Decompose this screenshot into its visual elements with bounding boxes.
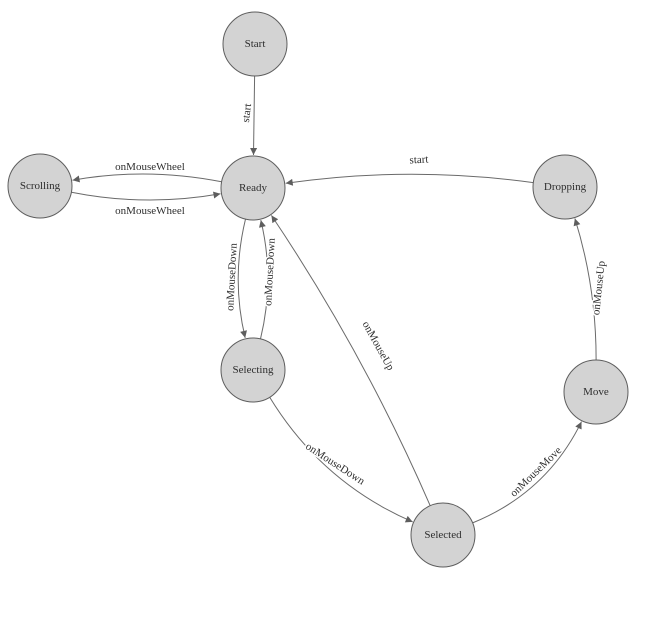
edge-move-dropping[interactable] — [573, 218, 597, 361]
state-node-label-move: Move — [583, 386, 609, 398]
edge-selected-move[interactable] — [472, 421, 582, 524]
state-node-selecting[interactable] — [220, 337, 286, 403]
edge-ready-selecting[interactable] — [237, 218, 247, 339]
edge-label-selected-ready: onMouseUp — [360, 319, 397, 373]
edge-selecting-selected[interactable] — [269, 397, 413, 523]
edge-start-ready[interactable] — [250, 75, 258, 156]
edge-selecting-ready[interactable] — [259, 219, 269, 340]
edge-selected-ready[interactable] — [270, 215, 431, 506]
state-node-label-selecting: Selecting — [233, 364, 274, 376]
state-node-start[interactable] — [222, 11, 288, 77]
state-node-label-ready: Ready — [239, 182, 268, 194]
edge-label-selecting-ready: onMouseDown — [262, 237, 278, 306]
edge-label-start-ready: start — [240, 103, 254, 123]
edge-label-move-dropping: onMouseUp — [590, 260, 608, 316]
edge-labels-layer: start onMouseWheel onMouseWheel start onMous… — [114, 101, 610, 501]
edge-dropping-ready[interactable] — [285, 173, 534, 186]
edge-label-ready-scrolling: onMouseWheel — [115, 161, 185, 173]
edge-label-ready-selecting: onMouseDown — [224, 242, 240, 311]
state-node-label-scrolling: Scrolling — [20, 180, 61, 192]
edge-label-dropping-ready: start — [409, 154, 429, 167]
state-node-move[interactable] — [563, 359, 629, 425]
edge-label-selected-move: onMouseMove — [508, 444, 564, 499]
state-node-ready[interactable] — [220, 155, 286, 221]
state-node-label-selected: Selected — [424, 529, 462, 541]
state-node-label-dropping: Dropping — [544, 181, 587, 193]
state-node-scrolling[interactable] — [7, 153, 73, 219]
edges-layer — [71, 75, 597, 524]
state-node-dropping[interactable] — [532, 154, 598, 220]
edge-label-selecting-selected: onMouseDown — [303, 440, 367, 487]
edge-scrolling-ready[interactable] — [71, 191, 221, 201]
edge-label-scrolling-ready: onMouseWheel — [115, 205, 185, 217]
edge-ready-scrolling[interactable] — [72, 173, 222, 183]
state-node-selected[interactable] — [410, 502, 476, 568]
state-node-label-start: Start — [245, 38, 266, 50]
